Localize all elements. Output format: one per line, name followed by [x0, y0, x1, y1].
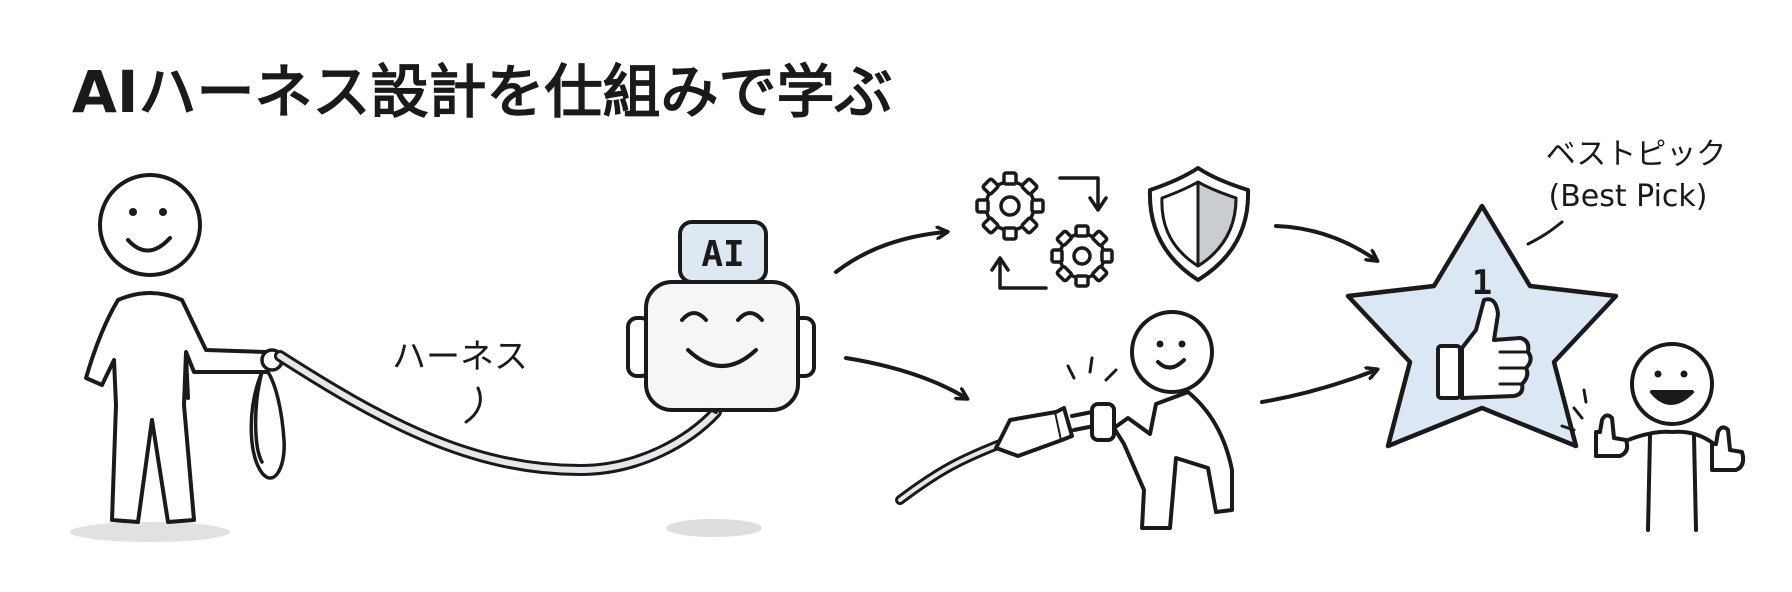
best-pick-pointer [1526, 220, 1564, 246]
plug-icon [895, 356, 1118, 505]
harness-rope [274, 350, 722, 477]
arrow-shield-to-star [1274, 224, 1376, 260]
cycle-arrow-bottom [998, 260, 1048, 290]
gear-large-icon [975, 171, 1045, 241]
kneeling-person-icon [1112, 310, 1234, 530]
ground-shadow [70, 522, 230, 542]
gears-icon [975, 171, 1114, 290]
arrow-plug-to-star [1260, 370, 1376, 404]
ai-badge [678, 220, 768, 284]
arrow-robot-to-plug [844, 356, 966, 398]
shield-icon [1147, 166, 1251, 282]
ai-badge-label: AI [701, 234, 744, 275]
cycle-arrow-top [1058, 176, 1100, 208]
best-pick-en-label: (Best Pick) [1548, 179, 1707, 214]
rank-number: 1 [1472, 263, 1492, 303]
person-head [98, 173, 202, 277]
page-title: AIハーネス設計を仕組みで学ぶ [72, 58, 892, 126]
robot-head [644, 280, 800, 412]
harness-label: ハーネス [392, 337, 528, 377]
stick-person-icon [70, 173, 270, 542]
gear-small-icon [1050, 224, 1114, 288]
robot-icon [626, 220, 816, 537]
arrow-robot-to-gears [834, 232, 946, 274]
person-body [84, 291, 270, 524]
thumbs-up-icon [1436, 297, 1533, 400]
right-thumb-icon [1710, 425, 1746, 472]
robot-shadow [666, 519, 762, 537]
left-thumb-icon [1594, 413, 1630, 458]
best-pick-jp-label: ベストピック [1546, 137, 1727, 172]
plug-cable [895, 439, 1005, 505]
cheering-person-icon [1560, 342, 1746, 532]
leash-loop-icon [249, 348, 286, 480]
harness-pointer [464, 386, 482, 424]
